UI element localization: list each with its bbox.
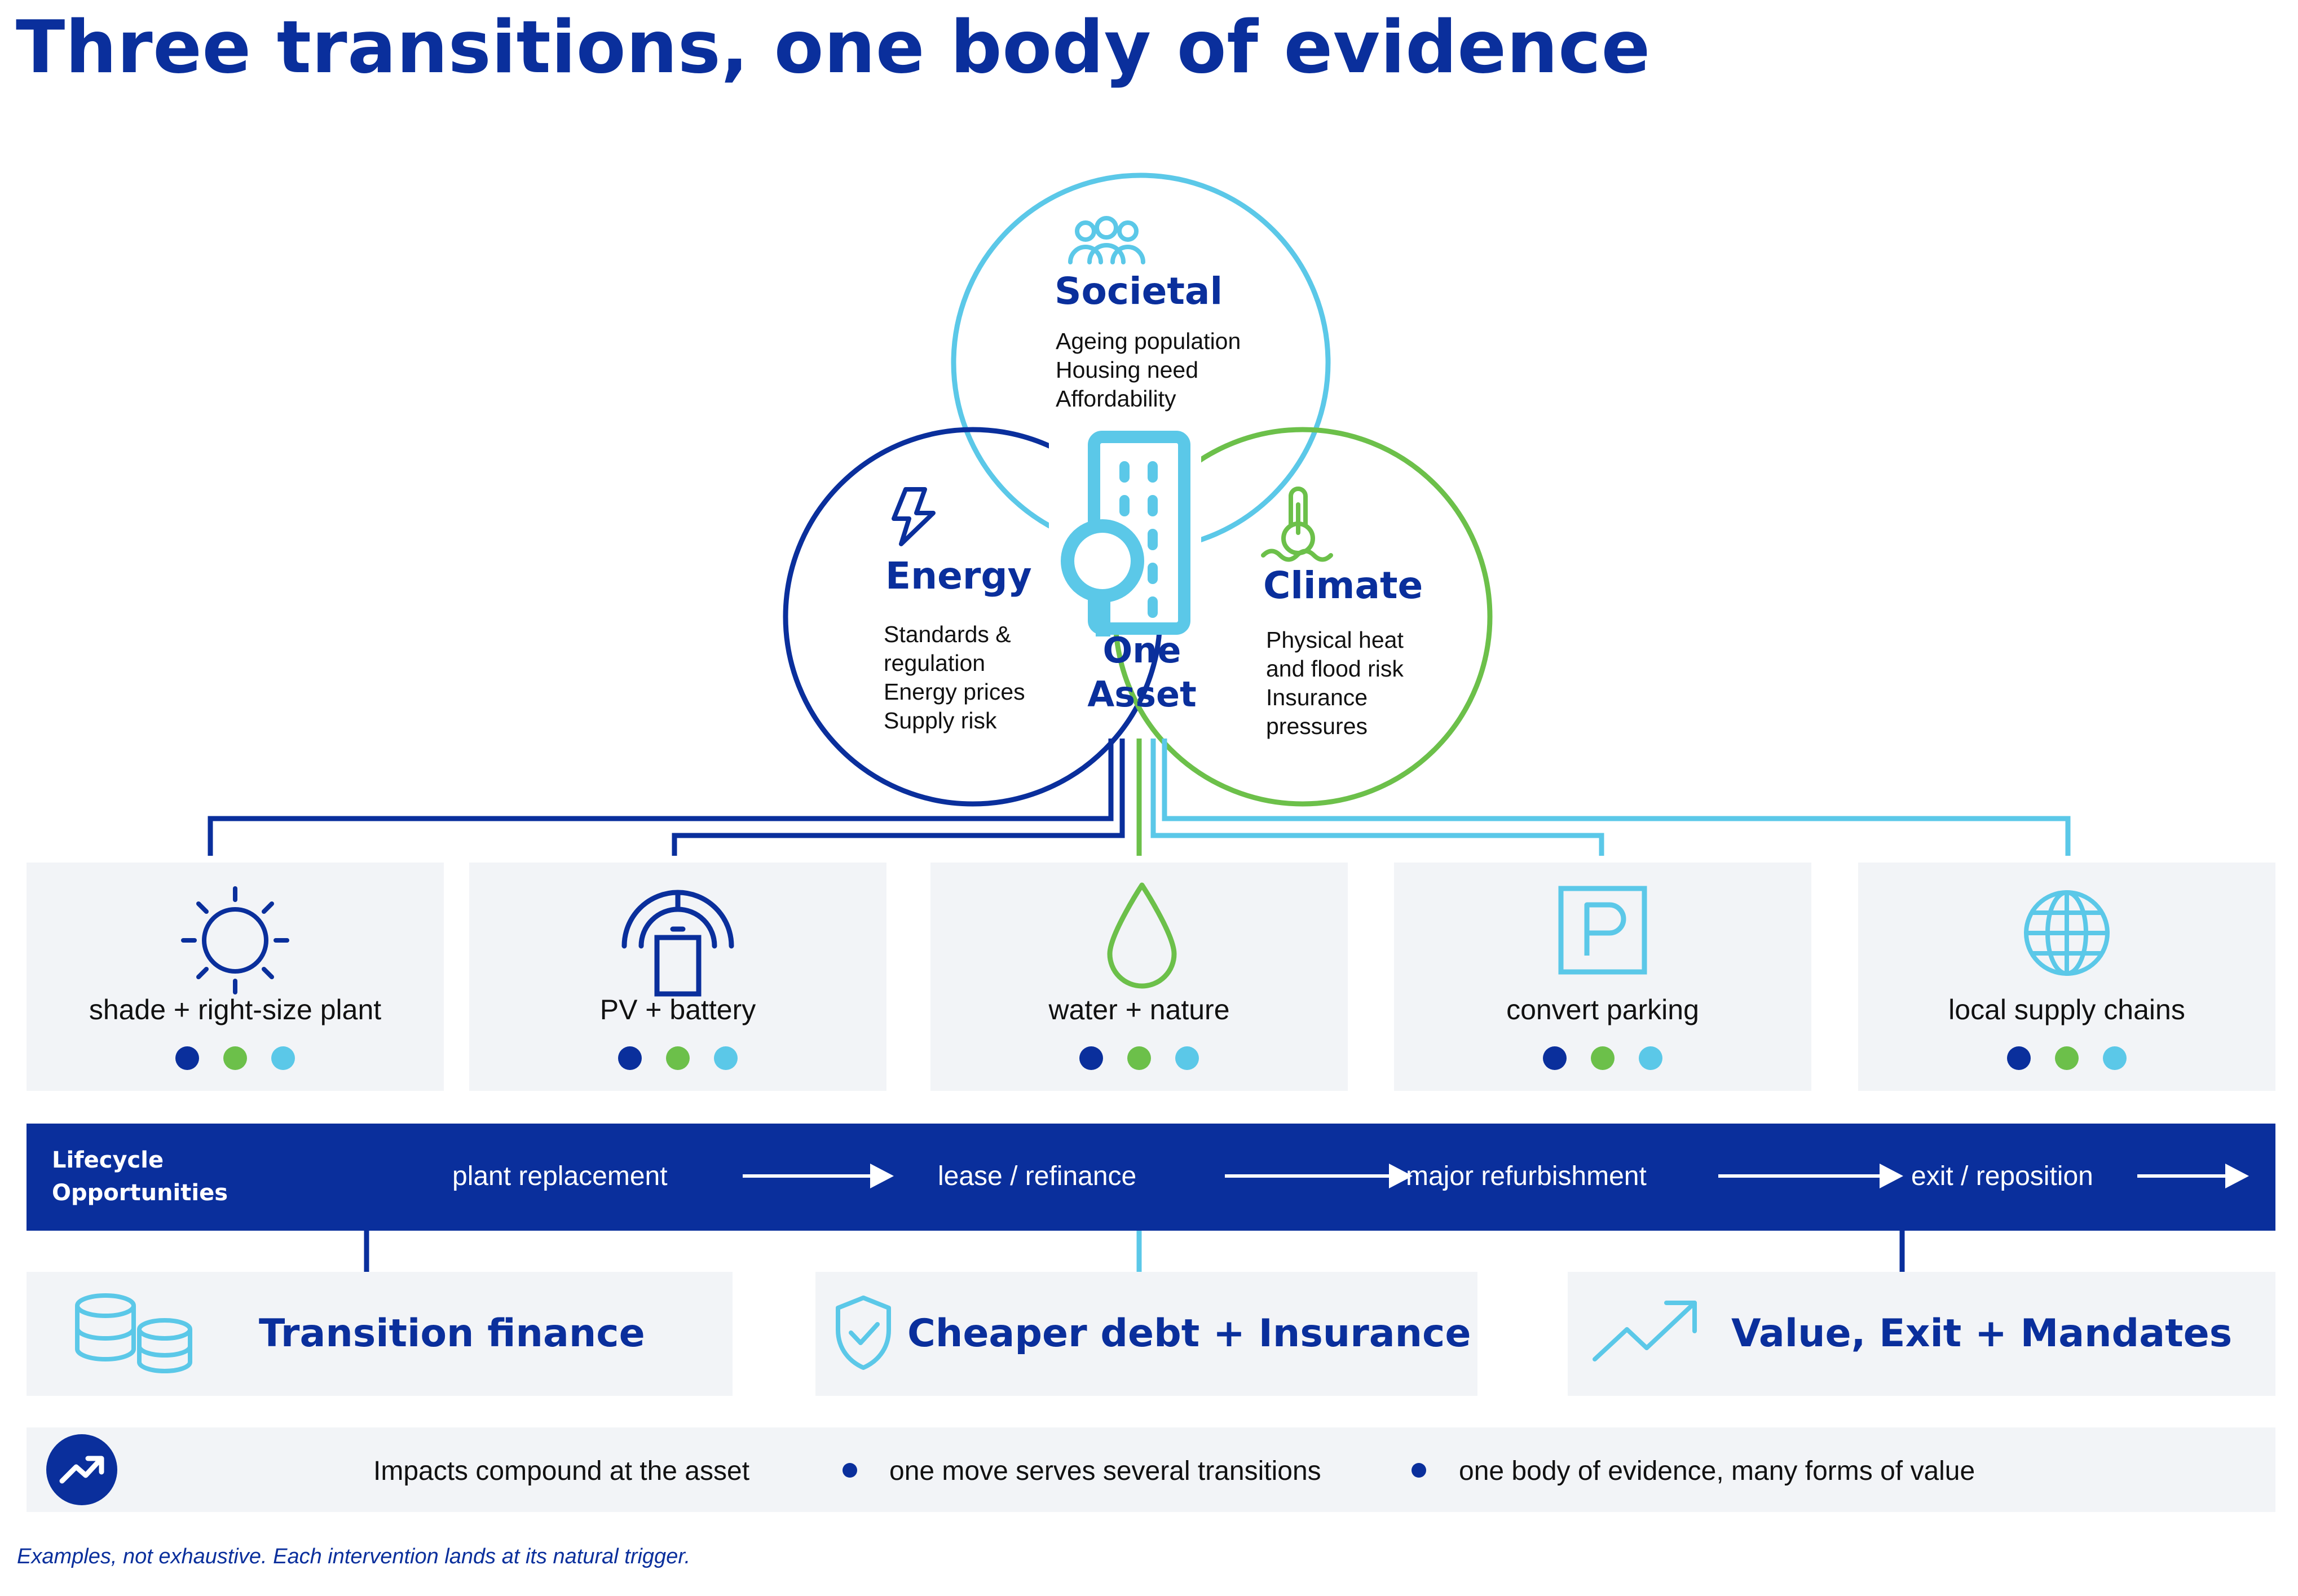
- climate-item: Insurance: [1266, 684, 1368, 710]
- intervention-card: water + nature: [930, 863, 1348, 1091]
- energy-item: Supply risk: [884, 708, 997, 733]
- energy-dot: [1543, 1046, 1567, 1070]
- intervention-card: convert parking: [1394, 863, 1811, 1091]
- arrow-icon: [2137, 1164, 2249, 1188]
- energy-dot: [1079, 1046, 1103, 1070]
- intervention-label: PV + battery: [599, 994, 756, 1025]
- energy-item: Energy prices: [884, 679, 1025, 705]
- trend-up-icon: [1593, 1301, 1697, 1361]
- center-label: One Asset: [1086, 629, 1198, 717]
- societal-item: Housing need: [1056, 357, 1199, 383]
- globe-icon: [2024, 890, 2110, 976]
- intervention-card: shade + right-size plant: [27, 863, 444, 1091]
- lifecycle-stage: plant replacement: [452, 1161, 668, 1191]
- societal-dot: [1639, 1046, 1662, 1070]
- societal-dot: [1175, 1046, 1199, 1070]
- lifecycle-band: Lifecycle Opportunities plant replacemen…: [27, 1124, 2275, 1231]
- climate-item: Physical heat: [1266, 627, 1404, 653]
- sun-icon: [181, 886, 289, 994]
- impacts-bar: Impacts compound at the asset one move s…: [27, 1427, 2275, 1512]
- center-label-line: Asset: [1087, 674, 1197, 715]
- water-drop-icon: [1107, 882, 1177, 989]
- connector-line: [672, 739, 1125, 856]
- intervention-card: PV + battery: [469, 863, 886, 1091]
- energy-item: Standards &: [884, 621, 1011, 647]
- shield-check-icon: [836, 1296, 891, 1370]
- solar-battery-icon: [621, 890, 734, 997]
- transition-dots: [27, 1046, 444, 1070]
- arrow-icon: [1718, 1164, 1903, 1188]
- thermometer-icon: [1261, 487, 1333, 562]
- societal-item: Ageing population: [1056, 328, 1241, 354]
- page-title: Three transitions, one body of evidence: [16, 6, 1651, 90]
- climate-item: and flood risk: [1266, 656, 1404, 682]
- value-card-label: Transition finance: [259, 1311, 645, 1356]
- climate-item: pressures: [1266, 713, 1368, 739]
- intervention-label: shade + right-size plant: [89, 994, 382, 1025]
- climate-title: Climate: [1263, 564, 1423, 607]
- climate-items: Physical heat and flood risk Insurance p…: [1266, 626, 1404, 741]
- intervention-label: convert parking: [1506, 994, 1699, 1025]
- societal-title: Societal: [1055, 269, 1223, 313]
- coins-icon: [75, 1293, 192, 1373]
- intervention-label: local supply chains: [1948, 994, 2185, 1025]
- building-magnifier-icon: [1061, 431, 1190, 636]
- energy-dot: [618, 1046, 642, 1070]
- societal-dot: [2103, 1046, 2127, 1070]
- lifecycle-stage: exit / reposition: [1911, 1161, 2093, 1191]
- climate-dot: [666, 1046, 690, 1070]
- transition-dots: [1394, 1046, 1811, 1070]
- arrow-icon: [1225, 1164, 1413, 1188]
- trend-badge-icon: [46, 1434, 117, 1505]
- center-label-line: One: [1102, 630, 1181, 671]
- footnote: Examples, not exhaustive. Each intervent…: [17, 1545, 691, 1568]
- climate-dot: [2055, 1046, 2079, 1070]
- connector-line: [1162, 739, 2071, 856]
- societal-item: Affordability: [1056, 386, 1176, 412]
- transition-dots: [1858, 1046, 2275, 1070]
- transition-dots: [469, 1046, 886, 1070]
- value-card: Transition finance: [27, 1272, 733, 1396]
- lifecycle-label-line: Lifecycle: [52, 1147, 164, 1173]
- societal-dot: [714, 1046, 738, 1070]
- impacts-point: one move serves several transitions: [889, 1456, 1321, 1486]
- lifecycle-label-line: Opportunities: [52, 1180, 228, 1206]
- value-card: Cheaper debt + Insurance: [815, 1272, 1477, 1396]
- impacts-point: one body of evidence, many forms of valu…: [1459, 1456, 1975, 1486]
- people-icon: [1068, 216, 1145, 264]
- intervention-label: water + nature: [1048, 994, 1230, 1025]
- bullet-dot: [1412, 1463, 1426, 1478]
- lifecycle-stage: major refurbishment: [1406, 1161, 1647, 1191]
- energy-dot: [175, 1046, 199, 1070]
- value-card-label: Value, Exit + Mandates: [1731, 1311, 2233, 1356]
- arrow-icon: [743, 1164, 894, 1188]
- energy-title: Energy: [885, 554, 1032, 598]
- bullet-dot: [843, 1463, 857, 1478]
- societal-dot: [271, 1046, 295, 1070]
- climate-dot: [1591, 1046, 1615, 1070]
- climate-dot: [223, 1046, 247, 1070]
- energy-items: Standards & regulation Energy prices Sup…: [884, 620, 1025, 735]
- connector-line: [1150, 739, 1604, 856]
- connector-line: [208, 739, 1114, 856]
- energy-dot: [2007, 1046, 2031, 1070]
- intervention-card: local supply chains: [1858, 863, 2275, 1091]
- lifecycle-stage: lease / refinance: [938, 1161, 1137, 1191]
- value-card: Value, Exit + Mandates: [1568, 1272, 2275, 1396]
- transition-dots: [930, 1046, 1348, 1070]
- energy-item: regulation: [884, 650, 986, 676]
- lifecycle-label: Lifecycle Opportunities: [52, 1144, 228, 1209]
- societal-items: Ageing population Housing need Affordabi…: [1056, 327, 1241, 413]
- impacts-lead: Impacts compound at the asset: [373, 1456, 750, 1486]
- lightning-icon: [892, 487, 936, 546]
- value-card-label: Cheaper debt + Insurance: [907, 1311, 1471, 1356]
- climate-dot: [1127, 1046, 1151, 1070]
- parking-icon: [1558, 886, 1647, 975]
